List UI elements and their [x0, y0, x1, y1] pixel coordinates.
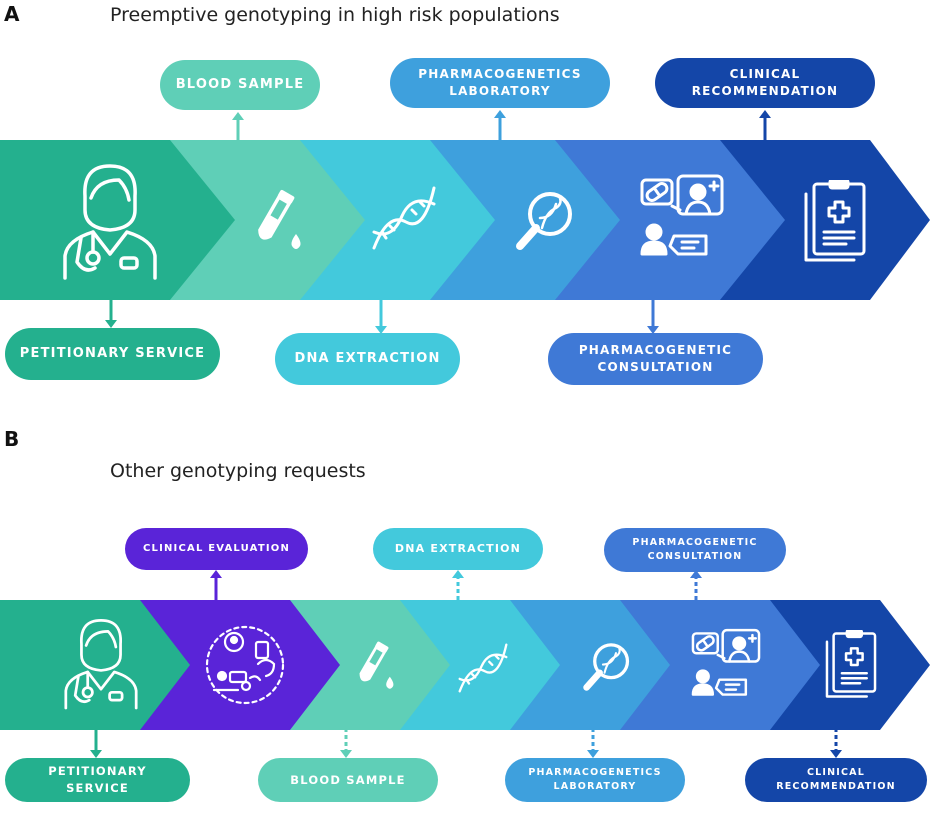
panel-a-letter: A: [4, 2, 20, 26]
magnifier-dna-icon: [583, 643, 630, 691]
pill-a-recommendation-label-line2: RECOMMENDATION: [691, 84, 839, 98]
pill-a-pharmacogenetics-laboratory: PHARMACOGENETICS LABORATORY: [390, 58, 610, 108]
band-b-segment-lab: [500, 600, 670, 730]
pill-a-blood-sample-label: BLOOD SAMPLE: [175, 76, 305, 92]
pill-a-consultation-label-line2: CONSULTATION: [597, 360, 714, 374]
band-b-segment-dna: [390, 600, 560, 730]
pill-a-dna-label: DNA EXTRACTION: [294, 350, 441, 366]
test-tube-icon: [258, 189, 301, 249]
pill-b-consultation-label-line1: PHARMACOGENETIC: [632, 537, 758, 549]
pill-b-lab-label-line1: PHARMACOGENETICS: [528, 767, 662, 779]
pill-b-blood-label: BLOOD SAMPLE: [290, 772, 406, 787]
pill-a-pharmacogenetic-consultation: PHARMACOGENETIC CONSULTATION: [548, 333, 763, 385]
pill-b-petitionary-service: PETITIONARY SERVICE: [5, 758, 190, 802]
band-b-segment-consultation: [610, 600, 820, 730]
doctor-icon: [63, 164, 157, 280]
pill-b-evaluation-label: CLINICAL EVALUATION: [142, 542, 291, 554]
panel-b-title: Other genotyping requests: [110, 460, 366, 482]
medical-document-icon: [804, 180, 866, 262]
panel-b-process-band: [0, 600, 930, 730]
doctor-icon: [64, 619, 138, 710]
connector-b-evaluation: [210, 570, 222, 600]
pill-a-dna-extraction: DNA EXTRACTION: [275, 333, 460, 385]
band-a-segment-blood: [160, 140, 365, 300]
connector-b-petitionary: [90, 728, 102, 758]
band-b-segment-evaluation: [130, 600, 340, 730]
connector-b-recommendation: [830, 728, 842, 758]
connector-b-lab: [587, 728, 599, 758]
clinical-evaluation-icon: [205, 625, 285, 705]
dna-icon: [458, 643, 508, 693]
panel-b-letter: B: [4, 427, 20, 451]
pill-b-recommendation-label-line1: CLINICAL: [806, 767, 865, 779]
connector-a-lab: [494, 110, 506, 142]
consultation-icon: [640, 174, 724, 256]
pill-a-petitionary-label: PETITIONARY SERVICE: [19, 345, 206, 361]
band-b-segment-recommendation: [760, 600, 930, 730]
pill-a-consultation-label-line1: PHARMACOGENETIC: [578, 342, 733, 357]
pill-a-petitionary-service: PETITIONARY SERVICE: [5, 328, 220, 380]
pill-b-consultation-label-line2: CONSULTATION: [647, 551, 743, 562]
pill-b-petitionary-label: PETITIONARY SERVICE: [48, 764, 147, 795]
pill-a-blood-sample: BLOOD SAMPLE: [160, 60, 320, 110]
connector-b-blood: [340, 728, 352, 758]
consultation-icon: [691, 628, 761, 696]
connector-a-recommendation: [759, 110, 771, 142]
connector-a-blood: [232, 112, 244, 142]
pill-b-recommendation-label-line2: RECOMMENDATION: [776, 781, 896, 792]
pill-b-lab-label-line2: LABORATORY: [553, 781, 637, 792]
pill-b-pharmacogenetic-consultation: PHARMACOGENETIC CONSULTATION: [604, 528, 786, 572]
connector-a-petitionary: [105, 298, 117, 328]
pill-b-blood-sample: BLOOD SAMPLE: [258, 758, 438, 802]
connector-a-dna: [375, 298, 387, 334]
connector-b-dna: [452, 570, 464, 600]
connector-a-consultation: [647, 298, 659, 334]
pill-b-clinical-evaluation: CLINICAL EVALUATION: [125, 528, 308, 570]
connector-b-consultation: [690, 570, 702, 600]
dna-icon: [372, 186, 436, 250]
band-b-segment-petitionary: [0, 600, 190, 730]
magnifier-dna-icon: [516, 192, 572, 250]
pill-a-lab-label-line1: PHARMACOGENETICS: [418, 66, 582, 81]
pill-a-recommendation-label-line1: CLINICAL: [729, 66, 801, 81]
medical-document-icon: [825, 630, 877, 698]
pill-a-clinical-recommendation: CLINICAL RECOMMENDATION: [655, 58, 875, 108]
pill-b-clinical-recommendation: CLINICAL RECOMMENDATION: [745, 758, 927, 802]
panel-a-title: Preemptive genotyping in high risk popul…: [110, 4, 560, 26]
band-a-segment-lab: [420, 140, 620, 300]
band-a-segment-consultation: [550, 140, 785, 300]
pill-b-dna-label: DNA EXTRACTION: [394, 542, 522, 556]
pill-b-dna-extraction: DNA EXTRACTION: [373, 528, 543, 570]
pill-a-lab-label-line2: LABORATORY: [449, 84, 551, 98]
band-a-segment-petitionary: [0, 140, 235, 300]
pill-b-pharmacogenetics-laboratory: PHARMACOGENETICS LABORATORY: [505, 758, 685, 802]
test-tube-icon: [359, 641, 394, 689]
